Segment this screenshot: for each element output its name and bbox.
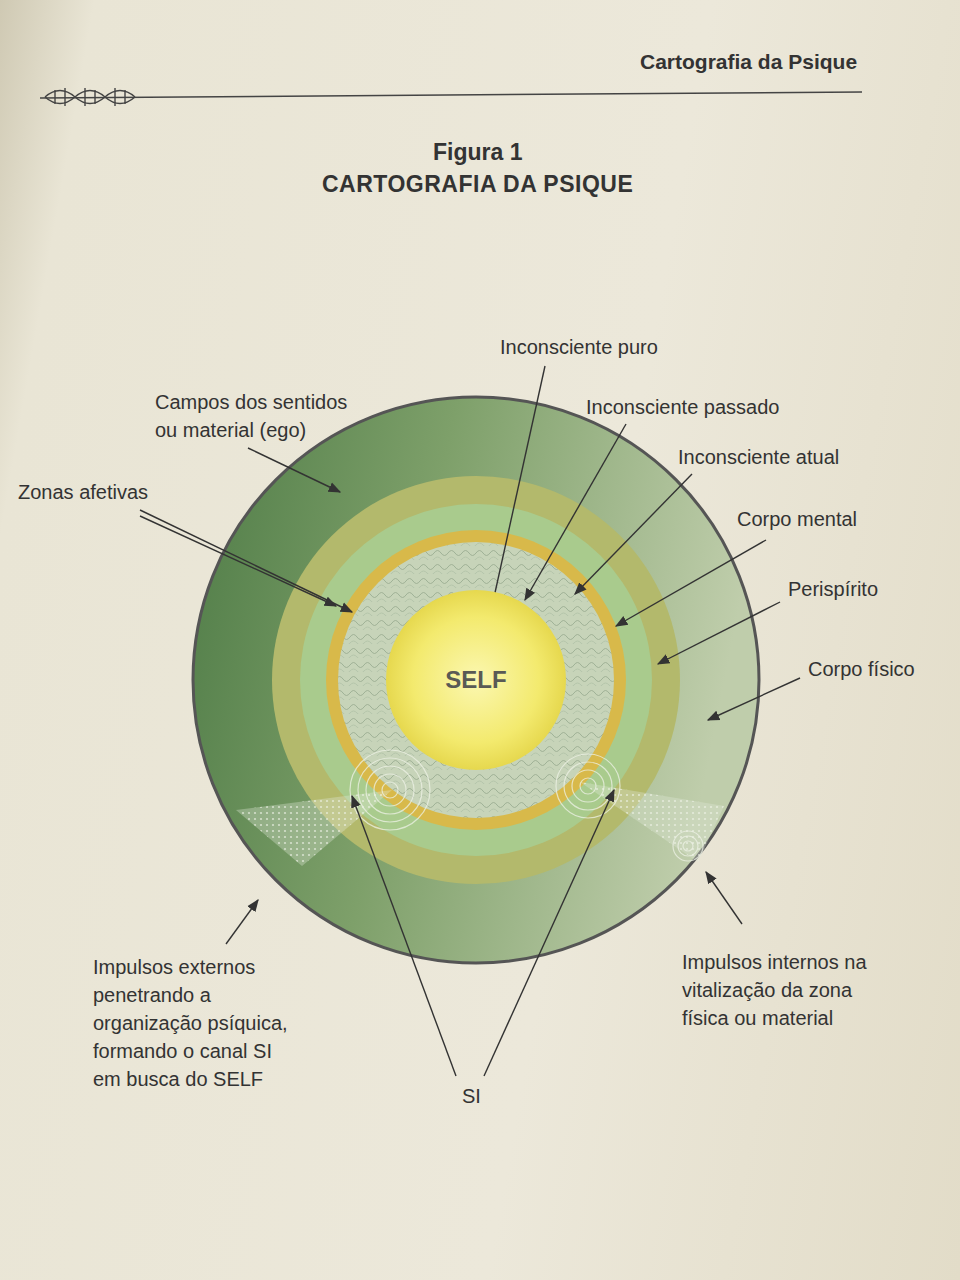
self-circle: SELF [386,590,566,770]
channel-label: SI [462,1082,481,1110]
region-label: Perispírito [788,575,878,603]
region-label: Campos dos sentidos ou material (ego) [155,388,360,444]
node-text: SELF [445,666,506,694]
figure-title: CARTOGRAFIA DA PSIQUE [322,170,633,198]
region-label: Corpo mental [737,505,857,533]
figure-number: Figura 1 [433,138,522,166]
running-header: Cartografia da Psique [640,48,857,76]
region-label: Inconsciente puro [500,333,658,361]
note-label: Impulsos internos na vitalização da zona… [682,948,872,1032]
region-label: Inconsciente atual [678,443,839,471]
region-label: Corpo físico [808,655,915,683]
region-label: Inconsciente passado [586,393,779,421]
region-label: Zonas afetivas [18,478,148,506]
note-label: Impulsos externos penetrando a organizaç… [93,953,298,1093]
